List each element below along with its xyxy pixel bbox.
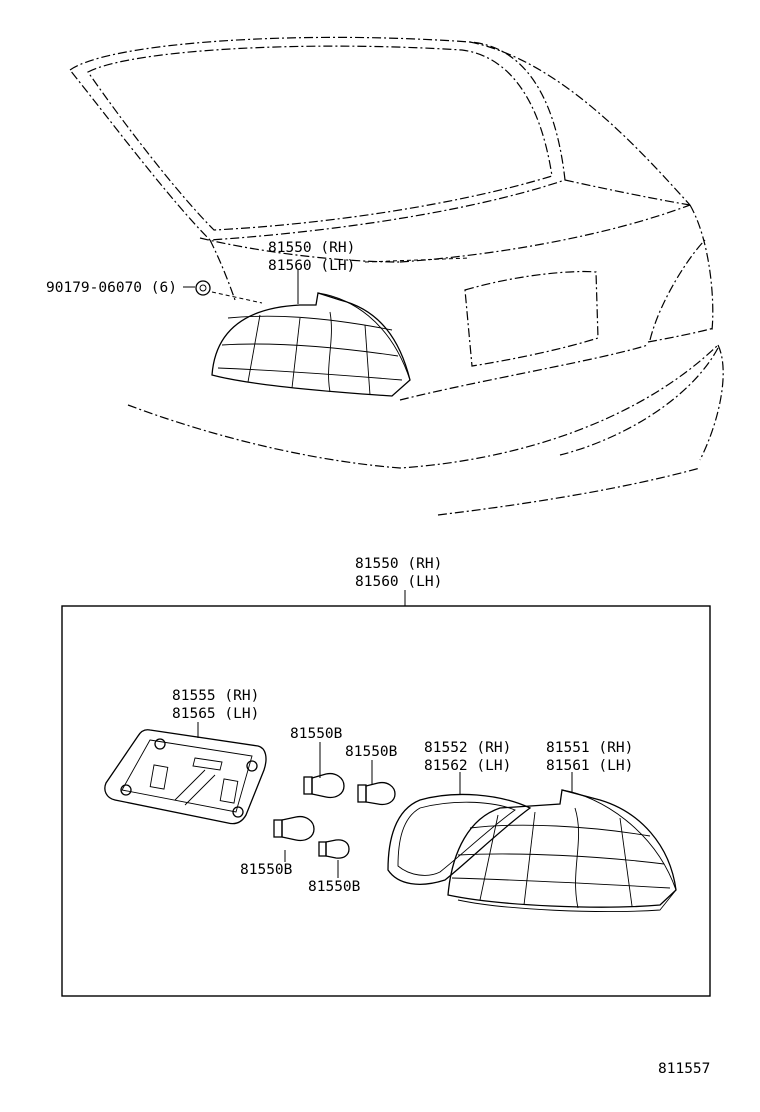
lens-rh-label: 81551 (RH) — [546, 740, 633, 756]
figure-number: 811557 — [658, 1061, 710, 1077]
screw-part-label: 90179-06070 (6) — [46, 280, 177, 296]
lens-unit — [447, 789, 677, 912]
bulb-top-2-label: 81550B — [345, 744, 398, 760]
detail-part-lh-label: 81560 (LH) — [355, 574, 442, 590]
gasket-lh-label: 81562 (LH) — [424, 758, 511, 774]
car-rear-illustration — [69, 36, 724, 516]
socket-lh-label: 81565 (LH) — [172, 706, 259, 722]
socket-rh-label: 81555 (RH) — [172, 688, 259, 704]
bulb-icon-bottom-1 — [273, 815, 315, 842]
bulb-top-1-label: 81550B — [290, 726, 343, 742]
gasket — [387, 793, 532, 885]
tail-lamp-top — [211, 292, 411, 397]
screw-icon — [195, 280, 211, 296]
detail-part-rh-label: 81550 (RH) — [355, 556, 442, 572]
detail-box — [61, 605, 711, 997]
bulb-icon-top-1 — [303, 772, 345, 799]
lens-lh-label: 81561 (LH) — [546, 758, 633, 774]
gasket-rh-label: 81552 (RH) — [424, 740, 511, 756]
top-part-rh-label: 81550 (RH) — [268, 240, 355, 256]
bulb-bottom-1-label: 81550B — [240, 862, 293, 878]
socket-plate — [104, 729, 267, 825]
bulb-icon-bottom-2 — [318, 839, 350, 859]
top-part-lh-label: 81560 (LH) — [268, 258, 355, 274]
bulb-bottom-2-label: 81550B — [308, 879, 361, 895]
bulb-icon-top-2 — [357, 781, 396, 806]
